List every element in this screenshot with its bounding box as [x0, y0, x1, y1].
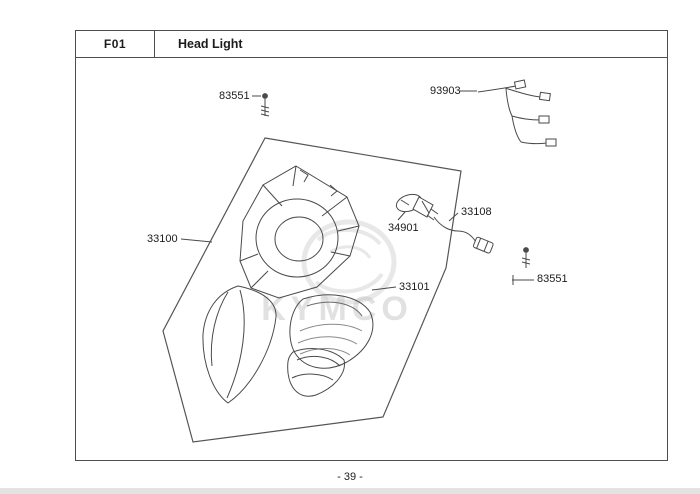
- part-label-housing: 33100: [147, 233, 178, 245]
- part-label-screw-right: 83551: [537, 273, 568, 285]
- leader-lines: [180, 90, 477, 291]
- bottom-edge-strip: [0, 488, 700, 494]
- watermark-logo: [301, 219, 397, 305]
- lens-drawing: [289, 294, 374, 369]
- screw-right-drawing: [512, 247, 534, 285]
- headlight-housing-drawing: [239, 165, 360, 299]
- part-label-screw-top: 83551: [219, 90, 250, 102]
- part-label-harness: 93903: [430, 85, 461, 97]
- page-number: - 39 -: [337, 471, 363, 483]
- bulb-socket-wire-drawing: [433, 216, 494, 254]
- bulb-drawing: [395, 193, 439, 221]
- front-garnish-drawing: [202, 285, 277, 404]
- part-label-bulb: 34901: [388, 222, 419, 234]
- lower-trim-drawing: [287, 348, 345, 397]
- wiring-harness-drawing: [477, 79, 557, 147]
- part-label-socket: 33108: [461, 206, 492, 218]
- assembly-outline: [162, 137, 462, 443]
- part-label-lens: 33101: [399, 281, 430, 293]
- screw-top-drawing: [252, 93, 270, 117]
